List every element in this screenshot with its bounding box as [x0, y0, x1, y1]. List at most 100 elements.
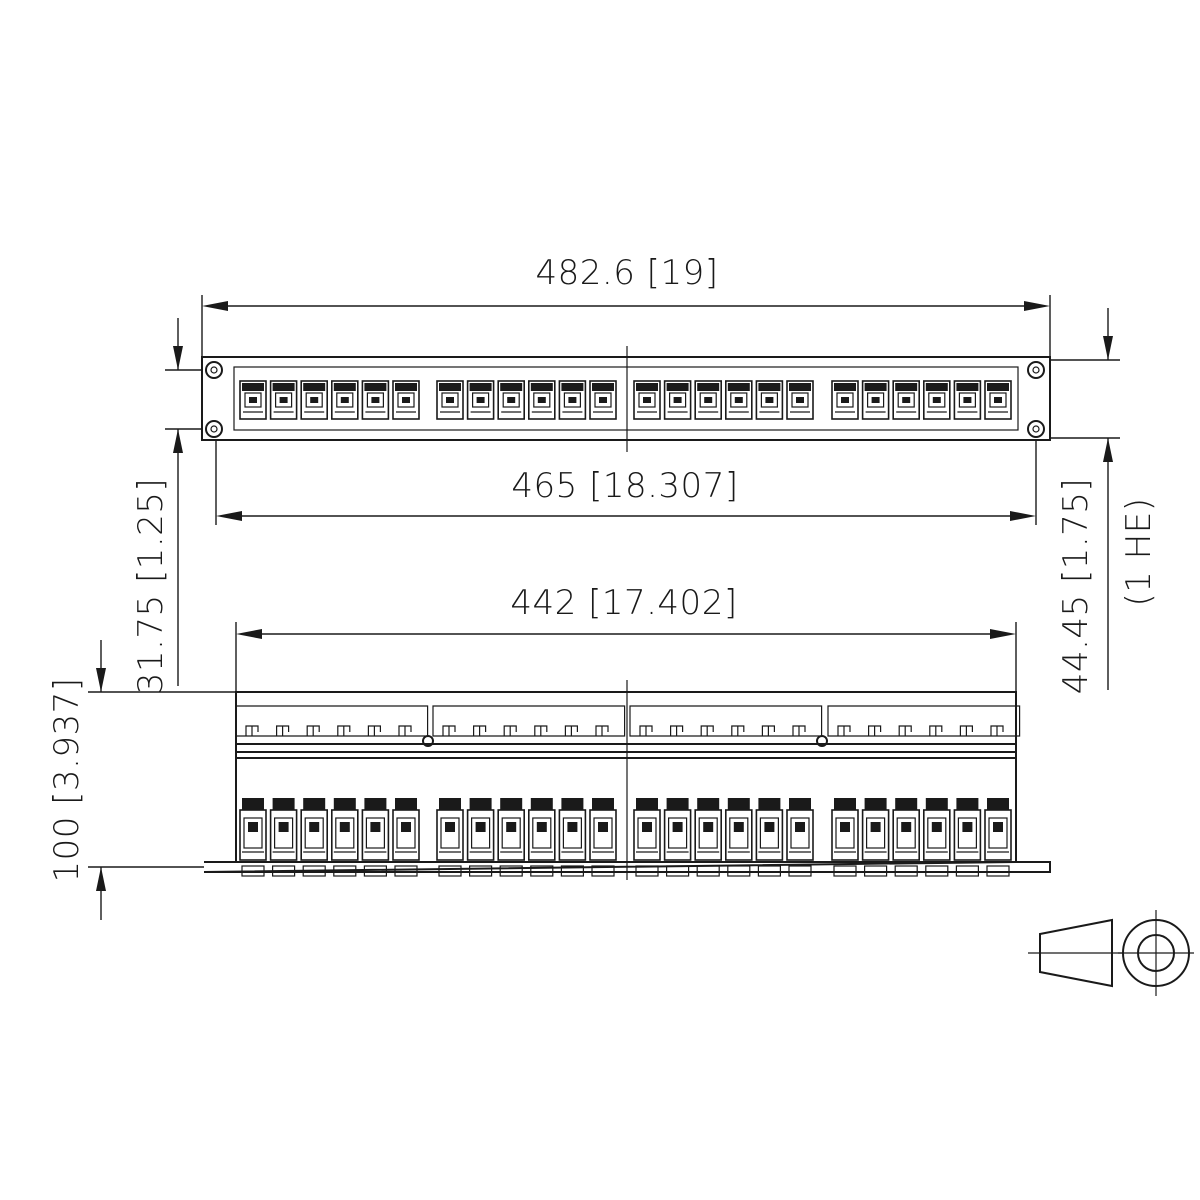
cable-tray-group [432, 705, 626, 737]
cable-tray-group [235, 705, 429, 737]
top-port [633, 798, 661, 877]
cable-tray-group [629, 705, 823, 737]
hole-spacing-label: 465 [18.307] [511, 466, 738, 506]
tray-clip [442, 725, 456, 736]
dimension-overall-width: 482.6 [19] [201, 253, 1051, 357]
top-port [922, 798, 951, 877]
top-port [589, 798, 617, 877]
tray-clip [700, 725, 714, 736]
front-port [361, 380, 390, 420]
front-port [953, 380, 982, 420]
front-port [392, 380, 420, 420]
front-port [466, 380, 495, 420]
dimension-panel-height: 44.45 [1.75] (1 HE) [1050, 308, 1159, 694]
cable-tray-array [235, 705, 1021, 737]
top-port [361, 798, 390, 877]
front-port [984, 380, 1012, 420]
front-port [892, 380, 921, 420]
tray-clip [837, 725, 851, 736]
front-port [300, 380, 329, 420]
top-port [392, 798, 420, 877]
cable-tray-group [827, 705, 1021, 737]
dimension-hole-spacing: 465 [18.307] [215, 440, 1037, 525]
front-port [633, 380, 661, 420]
top-port [892, 798, 921, 877]
dimension-body-width: 442 [17.402] [235, 583, 1017, 692]
mounting-hole-top-right [1027, 361, 1045, 379]
rack-units-label: (1 HE) [1119, 497, 1159, 606]
top-port [663, 798, 692, 877]
front-port [755, 380, 784, 420]
projection-cone [1039, 918, 1113, 988]
tray-clip [792, 725, 806, 736]
overall-width-label: 482.6 [19] [536, 253, 719, 293]
top-port [755, 798, 784, 877]
tray-clip [990, 725, 1004, 736]
front-port [663, 380, 692, 420]
front-port [922, 380, 951, 420]
front-port [589, 380, 617, 420]
top-port [786, 798, 814, 877]
projection-symbol [1028, 910, 1194, 996]
top-view [203, 680, 1051, 880]
hole-vertical-spacing-label: 31.75 [1.25] [131, 478, 171, 694]
tray-clip [595, 725, 609, 736]
top-port [984, 798, 1012, 877]
tray-clip [367, 725, 381, 736]
top-port [330, 798, 359, 877]
front-port [694, 380, 723, 420]
tray-clip [564, 725, 578, 736]
top-port [694, 798, 723, 877]
tray-clip [276, 725, 290, 736]
front-port [861, 380, 890, 420]
mounting-hole-top-left [205, 361, 223, 379]
tray-clip [306, 725, 320, 736]
dimension-depth: 100 [3.937] [47, 640, 236, 920]
tray-clip [503, 725, 517, 736]
tray-clip [534, 725, 548, 736]
front-port [527, 380, 556, 420]
top-port [831, 798, 859, 877]
tray-clip [245, 725, 259, 736]
tray-clip [639, 725, 653, 736]
tray-clip [761, 725, 775, 736]
top-port [527, 798, 556, 877]
front-panel-outline [201, 356, 1051, 441]
tray-clip [898, 725, 912, 736]
tray-clip [398, 725, 412, 736]
dimension-hole-vertical-spacing: 31.75 [1.25] [131, 318, 202, 694]
top-port [436, 798, 464, 877]
top-port [724, 798, 753, 877]
front-port [558, 380, 587, 420]
top-port [269, 798, 298, 877]
body-width-label: 442 [17.402] [510, 583, 737, 623]
tray-clip [473, 725, 487, 736]
front-port [269, 380, 298, 420]
front-port [497, 380, 526, 420]
front-port [786, 380, 814, 420]
front-port [436, 380, 464, 420]
top-port [466, 798, 495, 877]
tray-clip [959, 725, 973, 736]
front-view [201, 346, 1051, 452]
front-panel-inner-frame [233, 366, 1019, 431]
front-port-array [239, 380, 1012, 420]
top-port [300, 798, 329, 877]
front-port [724, 380, 753, 420]
front-port [831, 380, 859, 420]
front-port [330, 380, 359, 420]
depth-label: 100 [3.937] [47, 677, 87, 882]
front-flange [203, 861, 1051, 873]
tray-clip [670, 725, 684, 736]
top-port [239, 798, 267, 877]
front-port [239, 380, 267, 420]
tray-clip [337, 725, 351, 736]
top-port [861, 798, 890, 877]
mounting-hole-bottom-left [205, 420, 223, 438]
top-port-array [239, 798, 1012, 877]
top-port [497, 798, 526, 877]
top-port [953, 798, 982, 877]
mounting-hole-bottom-right [1027, 420, 1045, 438]
tray-clip [929, 725, 943, 736]
